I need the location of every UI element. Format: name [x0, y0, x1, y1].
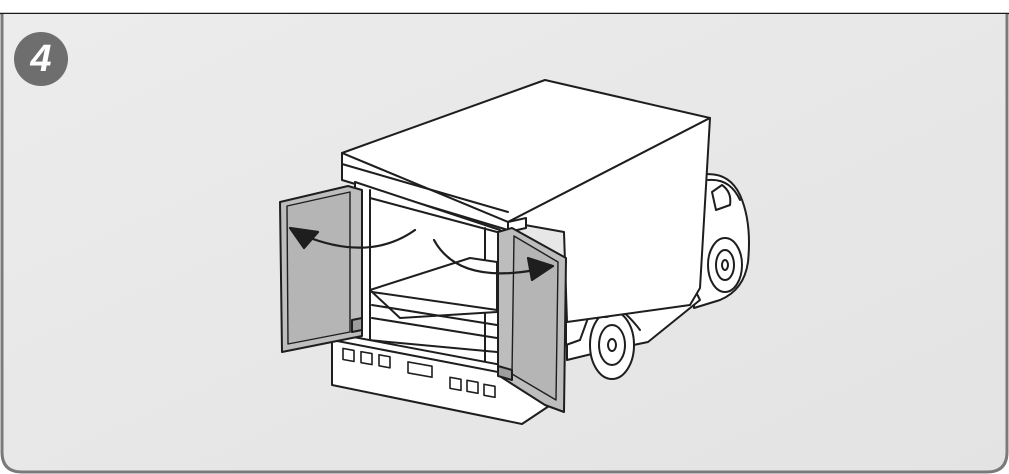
- right-door-arrow: [432, 238, 537, 275]
- cargo-box: [341, 79, 711, 376]
- rear-wheel: [589, 310, 635, 380]
- left-arrow-head: [288, 226, 320, 250]
- step-badge-circle: [14, 32, 68, 86]
- truck-cab: [693, 173, 750, 309]
- left-door: [279, 185, 363, 353]
- step-badge: 4: [12, 30, 70, 88]
- step-number: 4: [30, 37, 52, 80]
- box-side: [507, 117, 711, 323]
- left-door-arrow: [303, 228, 417, 249]
- door-open-arrows: [288, 226, 555, 282]
- front-wheel: [707, 237, 743, 293]
- right-arrow-head: [526, 256, 555, 282]
- right-door: [497, 227, 567, 413]
